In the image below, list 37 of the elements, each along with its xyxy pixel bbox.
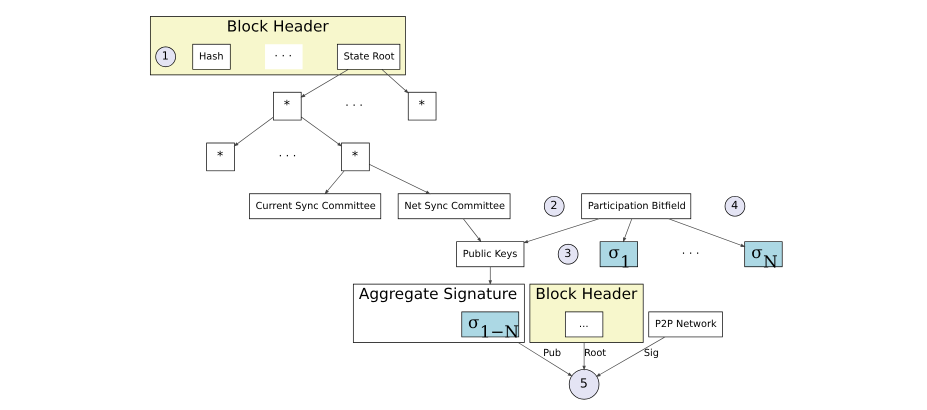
label: · · · — [682, 246, 700, 260]
label: · · · — [274, 49, 292, 62]
arrow — [488, 266, 492, 286]
arrow — [518, 342, 573, 376]
node-label: 1 — [162, 49, 169, 62]
node-box: * — [206, 142, 235, 172]
arrow — [523, 218, 600, 244]
arrow — [668, 218, 746, 247]
node-box: * — [408, 92, 436, 120]
edge-label: Pub — [543, 348, 562, 359]
arrow — [582, 342, 586, 371]
edge-label: Root — [584, 348, 606, 359]
node-box: Hash — [192, 44, 231, 70]
arrow — [324, 170, 345, 194]
node-box: * — [341, 142, 370, 172]
node-box: … — [564, 312, 604, 338]
label: · · · — [278, 150, 296, 163]
node-box: P2P Network — [648, 312, 723, 338]
arrow — [368, 164, 431, 194]
arrow — [596, 336, 666, 377]
node-box: State Root — [336, 44, 400, 70]
arrow — [623, 218, 632, 242]
node-box: * — [273, 92, 302, 120]
node-box: Net Sync Committee — [398, 193, 510, 220]
arrow — [301, 116, 342, 147]
node-box: Current Sync Committee — [249, 193, 382, 220]
node-label: 3 — [564, 246, 572, 260]
arrow — [463, 218, 482, 242]
node-box: Public Keys — [456, 241, 524, 268]
arrow — [234, 116, 274, 147]
label: · · · — [345, 98, 363, 112]
node-label: 2 — [550, 198, 558, 212]
node-label: 4 — [731, 198, 738, 212]
edge-label: Sig — [644, 348, 659, 359]
node-box: Participation Bitfield — [581, 193, 692, 220]
arrow — [300, 69, 349, 98]
arrow — [382, 69, 409, 94]
